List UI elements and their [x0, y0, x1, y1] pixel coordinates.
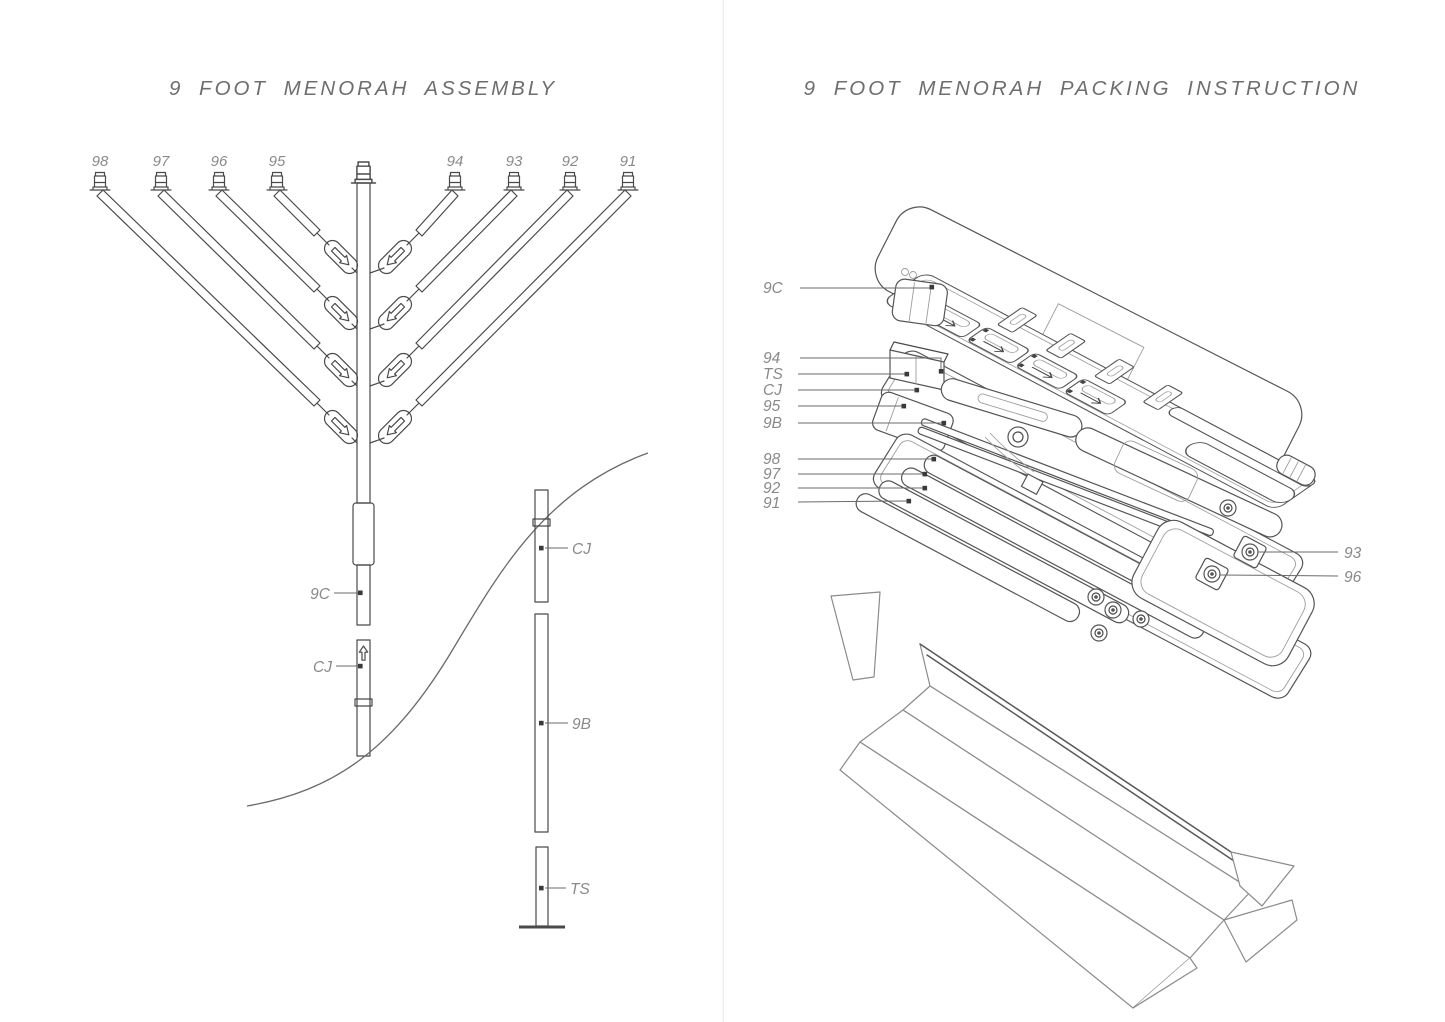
callout-9b-label: 9B — [572, 716, 591, 733]
slot-bracket — [997, 307, 1037, 333]
candle-cup — [150, 171, 172, 191]
candle-cup — [559, 171, 581, 191]
branch-label-95: 95 — [269, 153, 286, 170]
callout-93: 93 — [1344, 545, 1362, 562]
callout-9c-pole: 9C — [310, 586, 363, 603]
packed-stub-tube — [1276, 454, 1316, 486]
clip-connector — [1017, 353, 1078, 389]
slot-bracket — [1046, 333, 1086, 359]
part-9b: 9B — [534, 613, 591, 833]
branch-label-94: 94 — [447, 153, 464, 170]
branch-95 — [266, 171, 362, 278]
callout-91: 91 — [763, 495, 780, 512]
callout-9c: 9C — [763, 280, 784, 297]
callout-97: 97 — [763, 466, 782, 483]
candle-cup — [350, 161, 377, 184]
packing-callouts-right: 93 96 — [1219, 545, 1362, 586]
part-ts: TS — [519, 846, 590, 929]
branch-clip — [374, 349, 416, 391]
packed-tube-wrapped — [1185, 442, 1296, 503]
branch-96 — [208, 171, 362, 334]
callout-94: 94 — [763, 350, 781, 367]
cup-93 — [1241, 543, 1259, 561]
tube-91 — [855, 493, 1081, 623]
cup-96 — [1203, 565, 1221, 583]
branch-clip — [320, 236, 362, 278]
callout-ts: TS — [763, 366, 783, 383]
slot-bracket — [1143, 384, 1183, 410]
branch-92 — [369, 171, 581, 391]
callout-cj-label: CJ — [313, 659, 332, 676]
branch-label-96: 96 — [211, 153, 228, 170]
branch-97 — [150, 171, 362, 391]
part-cj: CJ — [532, 489, 591, 603]
branch-clip — [320, 406, 362, 448]
callout-98: 98 — [763, 451, 781, 468]
clip-connector — [968, 327, 1029, 363]
callout-95: 95 — [763, 398, 781, 415]
candle-cup — [617, 171, 639, 191]
branch-clip — [374, 236, 416, 278]
candle-cup — [89, 171, 111, 191]
slotted-brackets — [997, 307, 1183, 410]
pole-joint-cj: CJ — [313, 639, 373, 757]
box-flap-right-upper — [1230, 851, 1295, 907]
up-arrow-icon — [358, 645, 369, 661]
packed-top-cup — [1007, 426, 1029, 448]
box-flap-right-lower — [1223, 899, 1298, 963]
branch-label-98: 98 — [92, 153, 109, 170]
candle-cup — [1219, 499, 1237, 517]
branch-91 — [369, 171, 639, 448]
candle-cup — [503, 171, 525, 191]
packing-title: 9 FOOT MENORAH PACKING INSTRUCTION — [804, 77, 1361, 100]
branch-93 — [369, 171, 525, 334]
callout-ts-label: TS — [570, 881, 590, 898]
tube-92 — [878, 480, 1130, 624]
branch-label-92: 92 — [562, 153, 579, 170]
branch-label-93: 93 — [506, 153, 523, 170]
panel-divider — [722, 0, 724, 1022]
callout-92: 92 — [763, 480, 781, 497]
branch-98 — [89, 171, 362, 448]
clip-connector — [1065, 379, 1126, 415]
candle-cup — [444, 171, 466, 191]
tube-97 — [900, 467, 1205, 639]
box-flap-left — [830, 591, 881, 681]
branch-94 — [369, 171, 466, 278]
callout-9b: 9B — [763, 415, 782, 432]
callout-9c-label: 9C — [310, 586, 331, 603]
callout-96: 96 — [1344, 569, 1362, 586]
assembly-title: 9 FOOT MENORAH ASSEMBLY — [169, 77, 557, 100]
end-plate — [1131, 519, 1315, 667]
callout-cj-part-label: CJ — [572, 541, 591, 558]
branch-labels: 98 97 96 95 94 93 92 91 — [92, 153, 637, 170]
branch-clip — [374, 292, 416, 334]
packed-9c-block — [891, 268, 948, 327]
candle-cup — [266, 171, 288, 191]
packing-callouts-left: 9C 94 TS CJ 95 9B 98 97 92 91 — [763, 280, 947, 512]
branch-label-91: 91 — [620, 153, 637, 170]
slot-bracket — [1094, 359, 1134, 384]
branch-label-97: 97 — [153, 153, 170, 170]
branch-clip — [320, 349, 362, 391]
branch-clip — [374, 406, 416, 448]
shipping-box — [830, 591, 1298, 1009]
pole-sleeve — [352, 502, 375, 566]
callout-cj: CJ — [763, 382, 782, 399]
packing-strap — [984, 432, 1044, 495]
candle-cup — [208, 171, 230, 191]
center-pole — [350, 161, 377, 626]
break-curve — [246, 452, 649, 807]
